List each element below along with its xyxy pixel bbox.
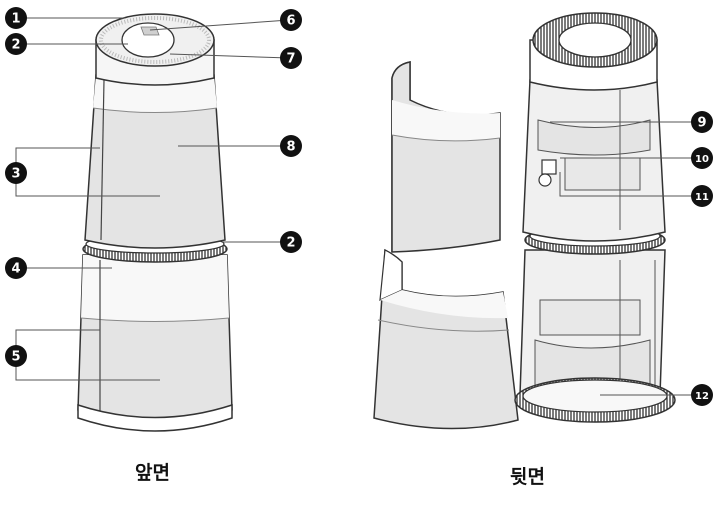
callout-11: 11 bbox=[691, 185, 713, 207]
svg-text:7: 7 bbox=[286, 52, 295, 67]
svg-text:4: 4 bbox=[11, 262, 20, 277]
knob bbox=[538, 173, 552, 187]
svg-text:9: 9 bbox=[697, 116, 706, 131]
callout-12: 12 bbox=[691, 384, 713, 406]
svg-text:6: 6 bbox=[286, 14, 295, 29]
lower-body-band bbox=[81, 255, 229, 322]
svg-text:1: 1 bbox=[11, 12, 20, 27]
callout-4: 4 bbox=[5, 257, 27, 279]
svg-text:10: 10 bbox=[695, 154, 709, 165]
callout-6: 6 bbox=[280, 9, 302, 31]
svg-text:3: 3 bbox=[11, 167, 20, 182]
svg-text:12: 12 bbox=[695, 391, 709, 402]
callout-2-b: 2 bbox=[280, 231, 302, 253]
callout-3: 3 bbox=[5, 162, 27, 184]
upper-body-band bbox=[93, 75, 217, 113]
callout-7: 7 bbox=[280, 47, 302, 69]
callout-9: 9 bbox=[691, 111, 713, 133]
callout-10: 10 bbox=[691, 147, 713, 169]
display-screen bbox=[140, 26, 160, 36]
front-caption: 앞면 bbox=[135, 462, 170, 484]
svg-text:8: 8 bbox=[286, 140, 295, 155]
base-ring bbox=[77, 403, 233, 432]
svg-text:2: 2 bbox=[286, 236, 295, 251]
sensor-port bbox=[541, 159, 557, 175]
callout-2: 2 bbox=[5, 33, 27, 55]
svg-text:2: 2 bbox=[11, 38, 20, 53]
callout-8: 8 bbox=[280, 135, 302, 157]
display-panel bbox=[121, 22, 175, 58]
upper-body-seam bbox=[100, 79, 105, 241]
upper-body bbox=[84, 74, 226, 249]
svg-text:11: 11 bbox=[695, 192, 709, 203]
callout-5: 5 bbox=[5, 345, 27, 367]
filter-access-slot bbox=[564, 157, 641, 191]
svg-text:5: 5 bbox=[11, 350, 20, 365]
back-view bbox=[373, 12, 676, 430]
callout-1: 1 bbox=[5, 7, 27, 29]
callouts: 1 2 3 4 5 6 7 8 2 9 10 11 12 bbox=[5, 7, 713, 406]
front-view bbox=[77, 13, 233, 432]
back-caption: 뒷면 bbox=[510, 466, 545, 488]
